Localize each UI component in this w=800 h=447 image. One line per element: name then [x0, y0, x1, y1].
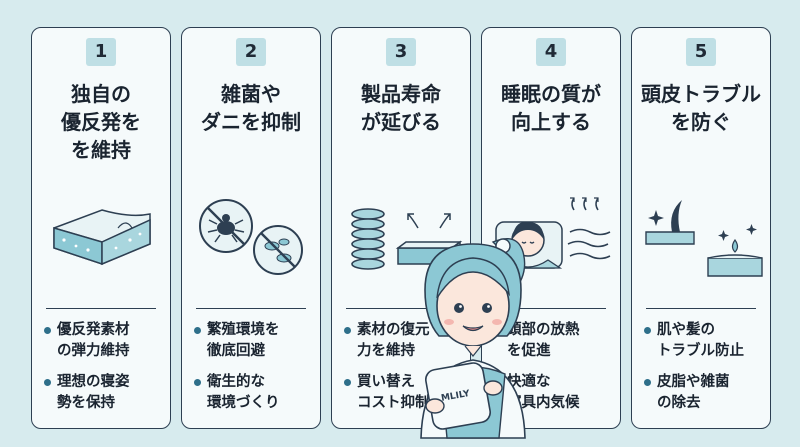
divider — [346, 308, 456, 309]
spring-mattress-icon — [351, 208, 463, 270]
bullet-item: 理想の寝姿 勢を保持 — [44, 372, 164, 414]
bullet-list: 肌や髪の トラブル防止 皮脂や雑菌 の除去 — [644, 320, 764, 424]
bullet-item: 優反発素材 の弾力維持 — [44, 320, 164, 362]
bullet-item: 素材の復元 力を維持 — [344, 320, 464, 362]
bullet-item: 快適な 寝具内気候 — [494, 372, 614, 414]
no-bacteria-icon — [199, 199, 303, 275]
card-title: 独自の 優反発を を維持 — [61, 82, 141, 162]
card-title: 頭皮トラブル を防ぐ — [641, 82, 761, 134]
card-title: 睡眠の質が 向上する — [501, 82, 601, 134]
bullet-item: 買い替え コスト抑制 — [344, 372, 464, 414]
card-4: 4 睡眠の質が 向上する 頭部の放熱 を促進 快適な 寝具内気候 — [481, 27, 621, 429]
divider — [196, 308, 306, 309]
bullet-item: 肌や髪の トラブル防止 — [644, 320, 764, 362]
mattress-foam-icon — [53, 209, 151, 266]
card-2: 2 雑菌や ダニを抑制 繁殖環境を 徹底回避 衛生的な 環境づくり — [181, 27, 321, 429]
bullet-item: 皮脂や雑菌 の除去 — [644, 372, 764, 414]
card-number: 5 — [686, 38, 716, 66]
card-title: 製品寿命 が延びる — [361, 82, 441, 134]
bullet-list: 繁殖環境を 徹底回避 衛生的な 環境づくり — [194, 320, 314, 424]
divider — [646, 308, 756, 309]
card-number: 1 — [86, 38, 116, 66]
scalp-skin-icon — [645, 200, 763, 277]
divider — [496, 308, 606, 309]
bullet-list: 優反発素材 の弾力維持 理想の寝姿 勢を保持 — [44, 320, 164, 424]
bullet-list: 素材の復元 力を維持 買い替え コスト抑制 — [344, 320, 464, 424]
bullet-item: 繁殖環境を 徹底回避 — [194, 320, 314, 362]
card-1: 1 独自の 優反発を を維持 優反発素材 の弾力維持 理想の寝姿 勢を保持 — [31, 27, 171, 429]
mascot-girl-icon: MLILY — [420, 238, 526, 439]
card-5: 5 頭皮トラブル を防ぐ 肌や髪の トラブル防止 皮脂や雑菌 の除去 — [631, 27, 771, 429]
bullet-item: 衛生的な 環境づくり — [194, 372, 314, 414]
card-title: 雑菌や ダニを抑制 — [201, 82, 301, 134]
card-number: 3 — [386, 38, 416, 66]
card-number: 2 — [236, 38, 266, 66]
card-number: 4 — [536, 38, 566, 66]
divider — [46, 308, 156, 309]
card-3: 3 製品寿命 が延びる 素材の復元 力を維持 買い替え コスト抑制 — [331, 27, 471, 429]
